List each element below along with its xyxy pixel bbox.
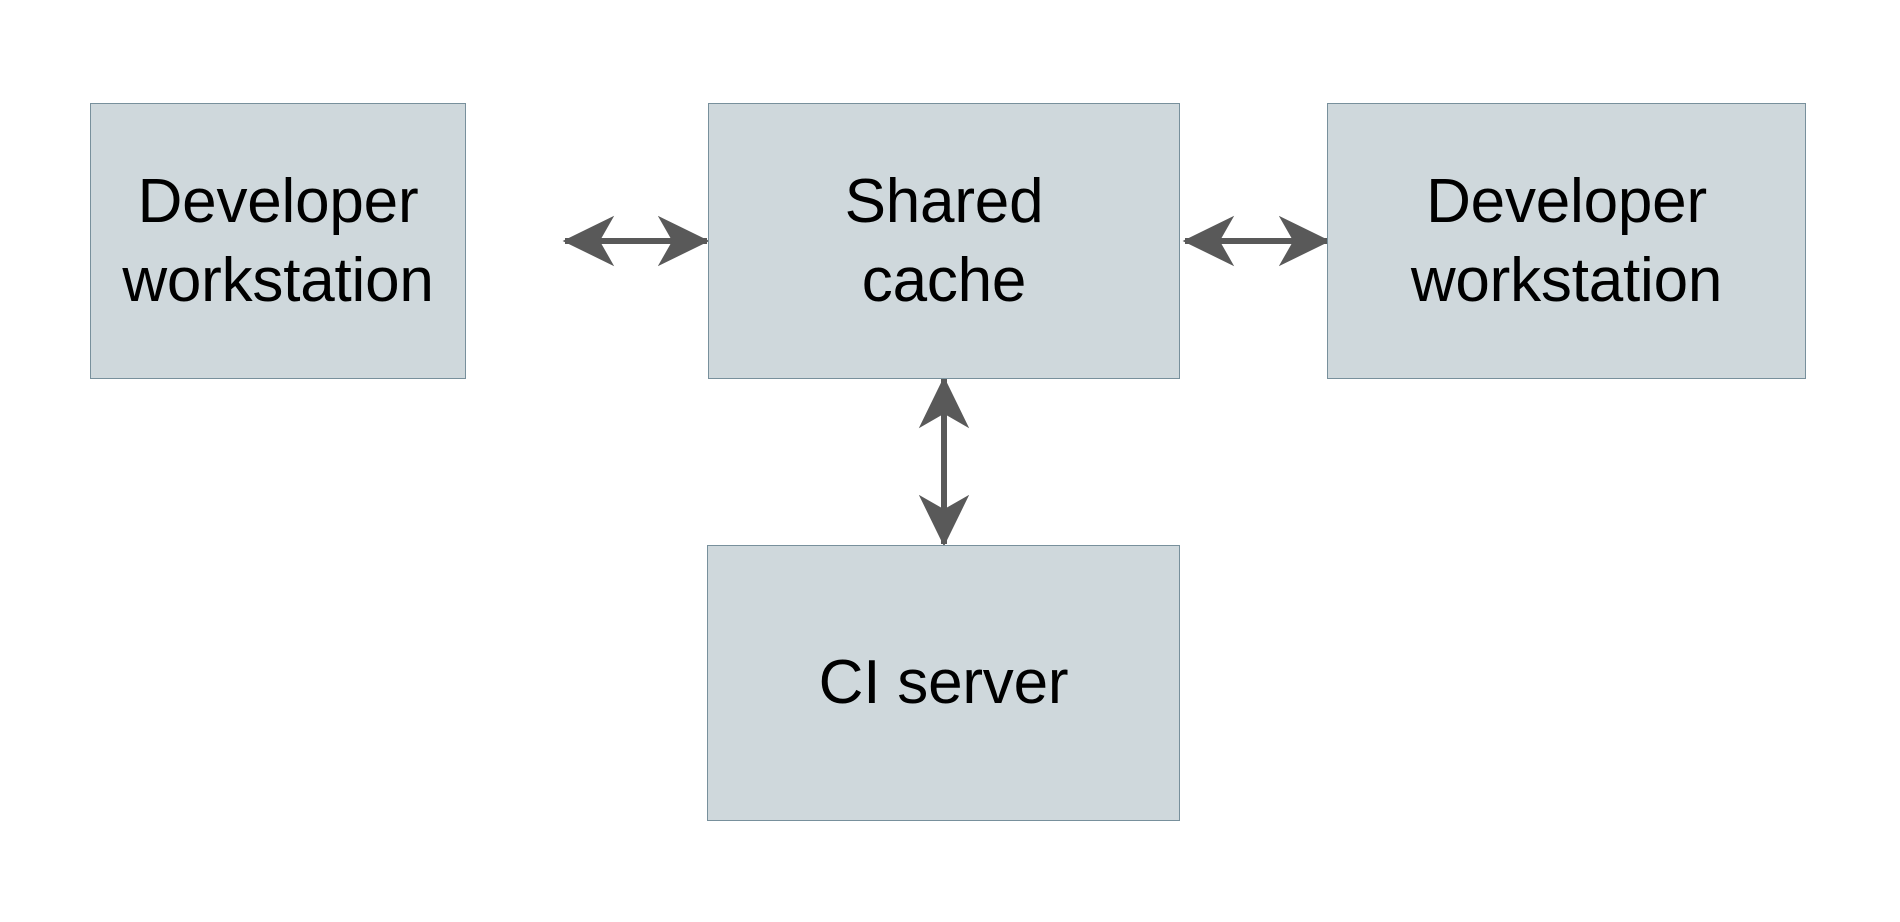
node-label: CI server bbox=[818, 648, 1069, 718]
node-developer-workstation-left[interactable]: Developer workstation bbox=[90, 103, 466, 379]
node-developer-workstation-right[interactable]: Developer workstation bbox=[1327, 103, 1806, 379]
node-ci-server[interactable]: CI server bbox=[707, 545, 1180, 821]
node-label: Developer workstation bbox=[122, 166, 434, 315]
node-label: Developer workstation bbox=[1410, 166, 1723, 315]
node-label: Shared cache bbox=[844, 166, 1044, 315]
node-shared-cache[interactable]: Shared cache bbox=[708, 103, 1180, 379]
